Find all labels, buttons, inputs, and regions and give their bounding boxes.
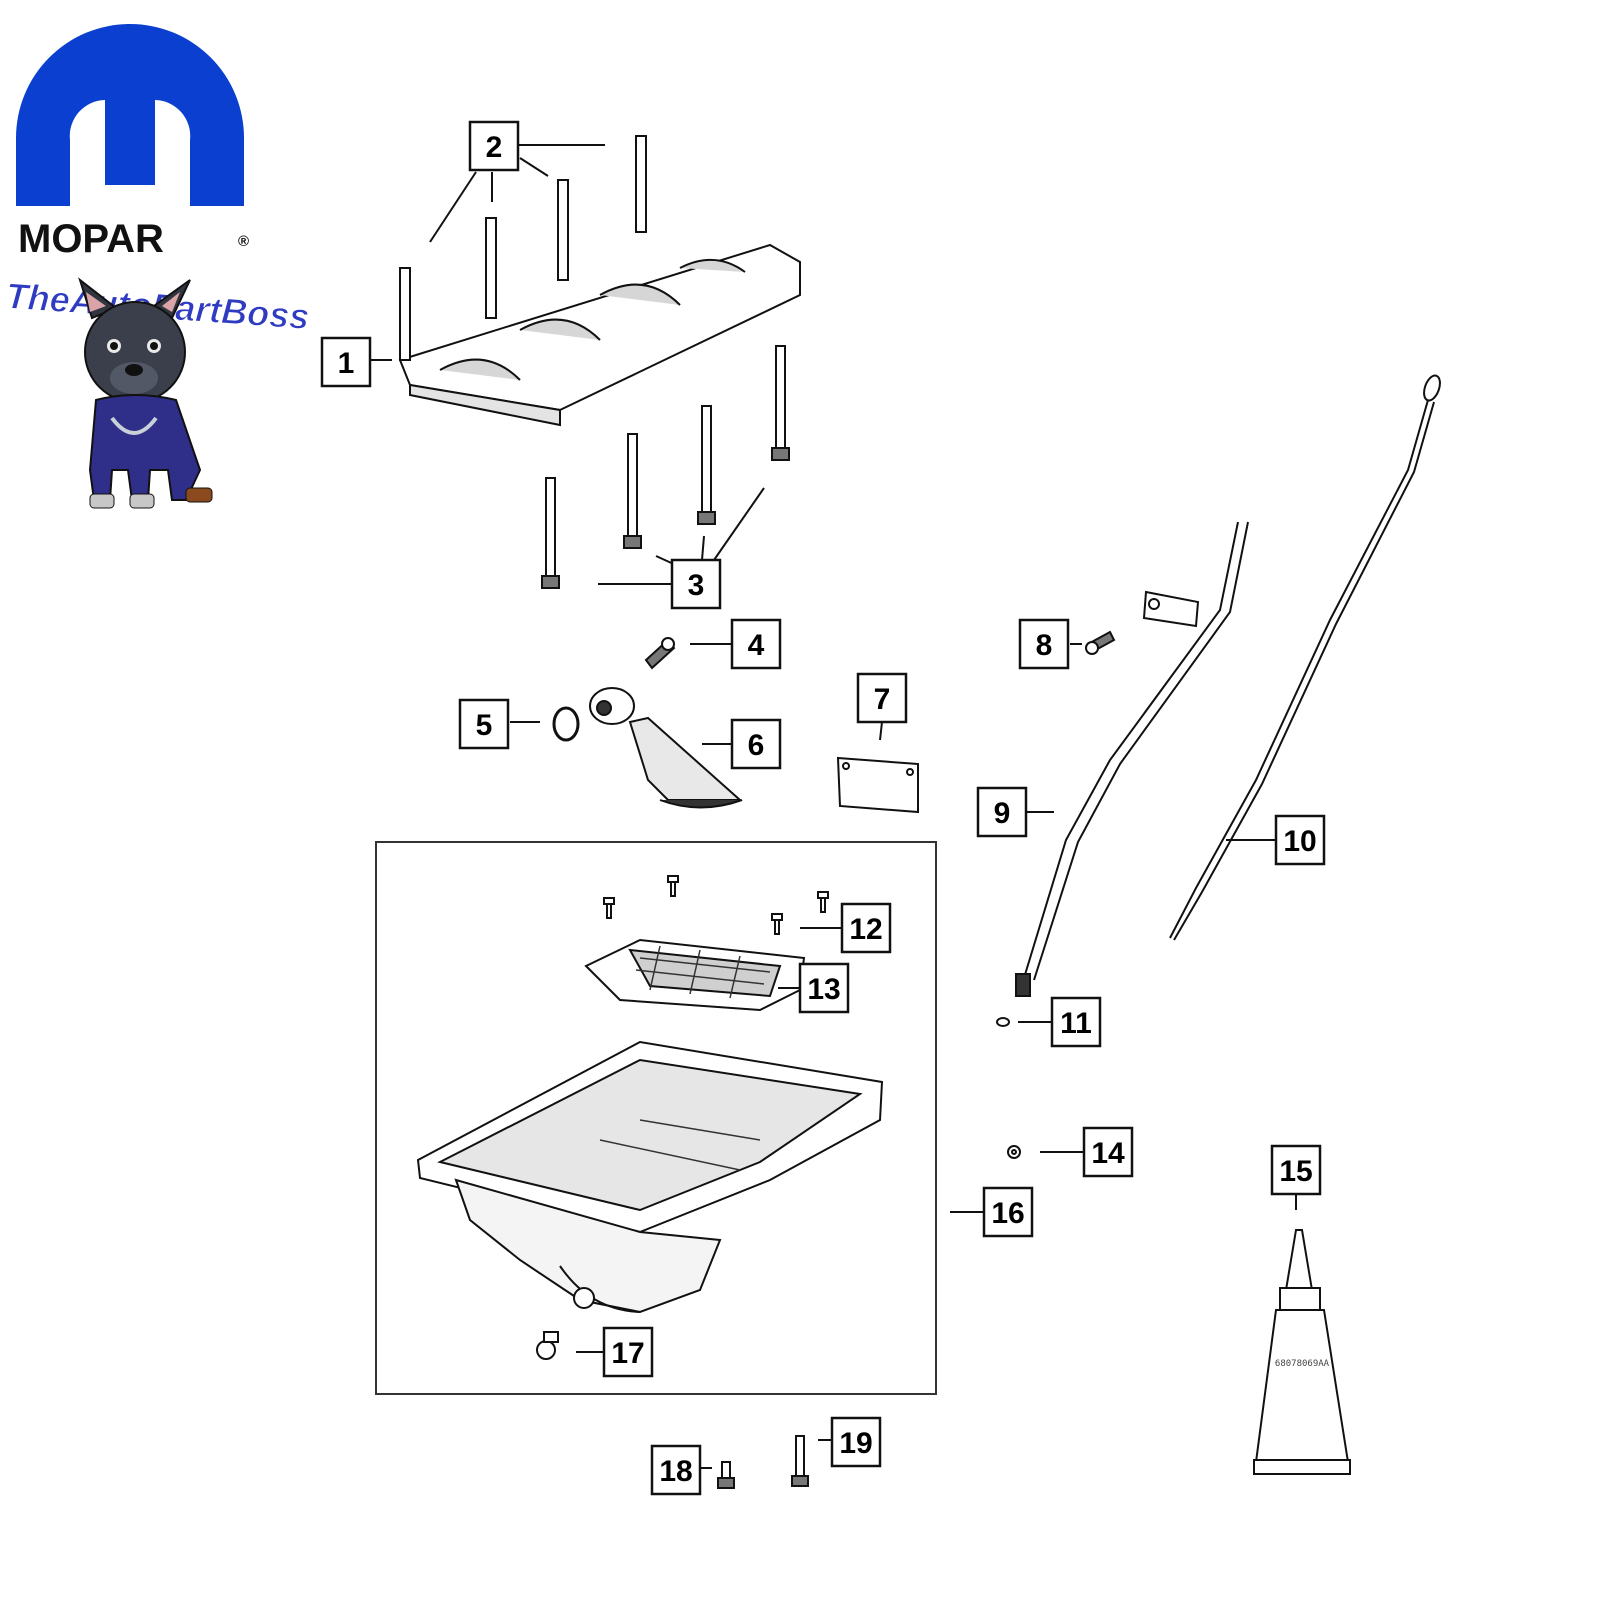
svg-text:16: 16 (991, 1197, 1024, 1230)
callout-4: 4 (730, 618, 782, 670)
part-11-o-ring (996, 1017, 1010, 1027)
mopar-logo: MOPAR ® TheAutoPartBoss (4, 24, 311, 338)
svg-text:10: 10 (1283, 825, 1316, 858)
callout-11: 11 (1050, 996, 1102, 1048)
part-10-dipstick (1169, 374, 1441, 941)
part-5-o-ring (552, 706, 580, 742)
svg-text:12: 12 (849, 913, 882, 946)
part-2-studs (399, 135, 647, 361)
svg-text:3: 3 (688, 569, 705, 602)
part-1-bearing-cradle (398, 243, 801, 427)
part-19-bolt (791, 1435, 809, 1487)
part-17-drain-plug (536, 1331, 559, 1360)
callout-19: 19 (830, 1416, 882, 1468)
svg-text:7: 7 (874, 683, 891, 716)
part-4-bolt (644, 637, 676, 670)
part-3-bolts (541, 345, 790, 589)
callout-17: 17 (602, 1326, 654, 1378)
mopar-wordmark: MOPAR (18, 217, 164, 261)
svg-text:4: 4 (748, 629, 765, 662)
part-8-bolt (1085, 630, 1116, 655)
callout-15: 15 (1270, 1144, 1322, 1196)
svg-text:1: 1 (338, 347, 355, 380)
svg-text:2: 2 (486, 131, 503, 164)
callout-9: 9 (976, 786, 1028, 838)
callout-1: 1 (320, 336, 372, 388)
part-18-bolt (717, 1461, 735, 1489)
callout-5: 5 (458, 698, 510, 750)
svg-text:17: 17 (611, 1337, 644, 1370)
part-12-screws (603, 875, 829, 935)
bulldog-mascot (78, 277, 213, 509)
svg-text:14: 14 (1091, 1137, 1125, 1170)
part-16-oil-pan (416, 1040, 884, 1314)
callout-7: 7 (856, 672, 908, 724)
svg-text:5: 5 (476, 709, 493, 742)
callout-13: 13 (798, 962, 850, 1014)
svg-text:9: 9 (994, 797, 1011, 830)
part-13-windage-tray (584, 938, 806, 1012)
mopar-m-emblem (16, 24, 244, 206)
part-6-oil-pickup (589, 687, 743, 809)
callout-3: 3 (670, 558, 722, 610)
oil-pan-inset-frame (375, 841, 937, 1395)
callout-2: 2 (468, 120, 520, 172)
callout-6: 6 (730, 718, 782, 770)
part-7-gasket-plate (836, 756, 919, 814)
svg-text:13: 13 (807, 973, 840, 1006)
svg-text:8: 8 (1036, 629, 1053, 662)
part-14-nut (1007, 1145, 1021, 1159)
callout-14: 14 (1082, 1126, 1134, 1178)
part-9-dipstick-tube (1015, 521, 1249, 997)
callout-8: 8 (1018, 618, 1070, 670)
svg-text:6: 6 (748, 729, 765, 762)
svg-text:18: 18 (659, 1455, 692, 1488)
callout-16: 16 (982, 1186, 1034, 1238)
callout-18: 18 (650, 1444, 702, 1496)
callout-10: 10 (1274, 814, 1326, 866)
svg-text:11: 11 (1060, 1007, 1092, 1040)
sealant-part-number: 68078069AA (1275, 1359, 1330, 1369)
svg-text:19: 19 (839, 1427, 872, 1460)
callout-12: 12 (840, 902, 892, 954)
svg-text:15: 15 (1279, 1155, 1312, 1188)
leader-lines (370, 144, 1297, 1469)
registered-mark: ® (238, 233, 249, 250)
part-15-sealant-tube: 68078069AA (1253, 1229, 1351, 1475)
